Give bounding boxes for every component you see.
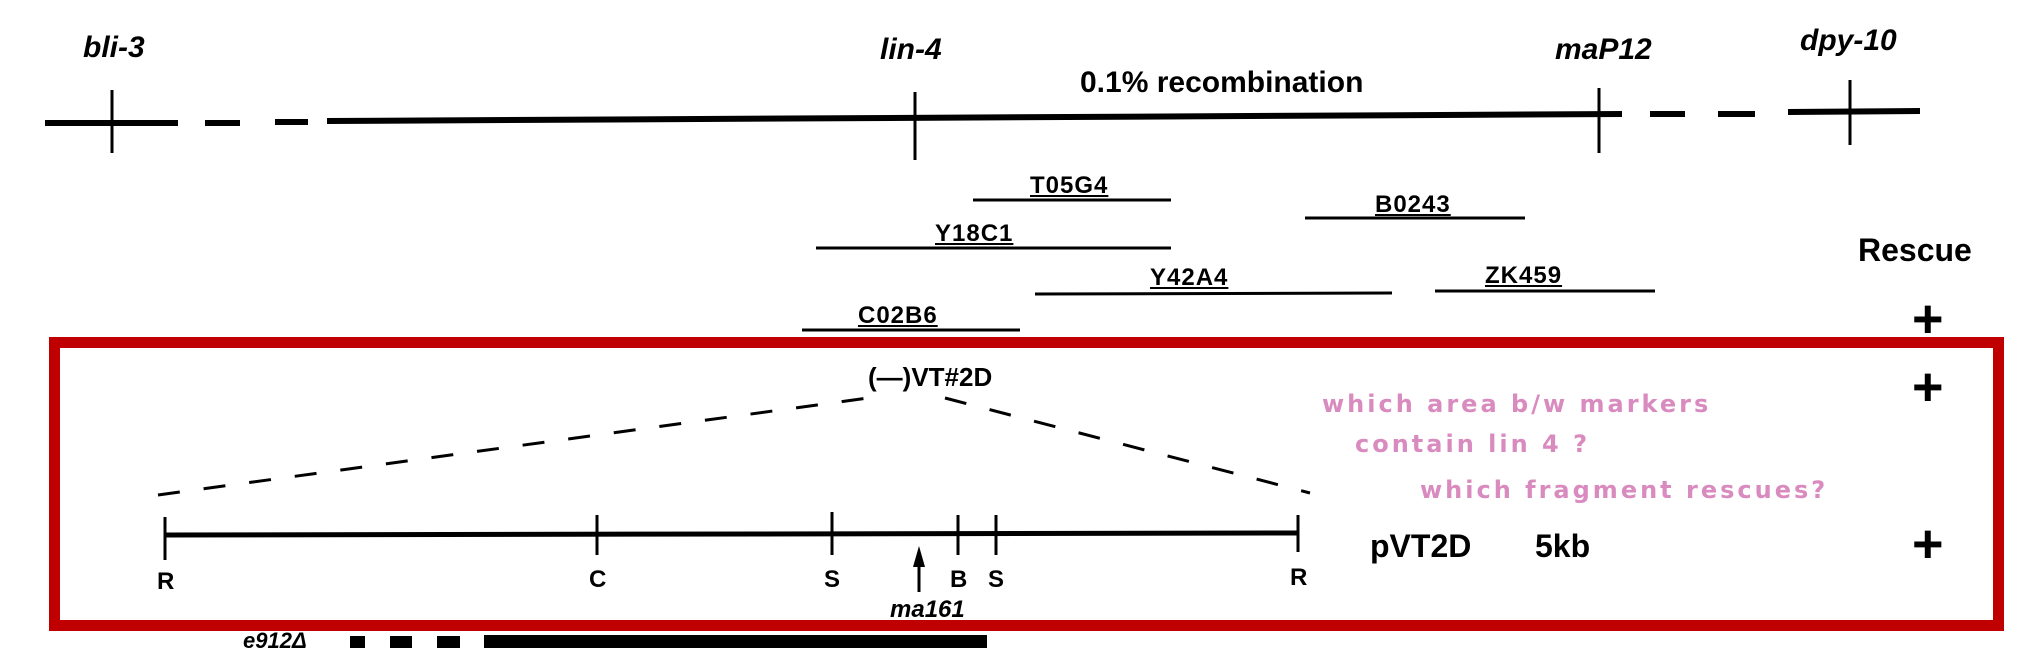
site-label-S-1: S — [824, 566, 841, 593]
plasmid-name: pVT2D — [1370, 528, 1472, 564]
site-label-R-right: R — [1290, 564, 1308, 591]
site-label-R-left: R — [157, 568, 175, 595]
plasmid-map-line — [164, 530, 1299, 538]
clone-label-Y42A4: Y42A4 — [1150, 264, 1229, 291]
rescue-result-vt2d: + — [1912, 357, 1944, 417]
expansion-dashes — [157, 396, 1311, 497]
annotation-line-1: which area b/w markers — [1322, 390, 1712, 418]
ma161-arrow-icon — [913, 546, 925, 592]
recombination-distance-label: 0.1% recombination — [1080, 66, 1364, 99]
rescue-result-pvt2d: + — [1912, 514, 1944, 574]
rescue-header: Rescue — [1858, 232, 1972, 268]
chromosome-line — [45, 108, 1921, 126]
site-label-B: B — [950, 566, 968, 593]
clone-label-Y18C1: Y18C1 — [935, 220, 1014, 247]
mutation-label-ma161: ma161 — [890, 596, 965, 623]
marker-label-lin-4: lin-4 — [880, 33, 942, 66]
marker-label-bli-3: bli-3 — [83, 31, 145, 64]
annotation-line-3: which fragment rescues? — [1420, 476, 1829, 504]
clone-label-T05G4: T05G4 — [1030, 172, 1109, 199]
subclone-label: (—)VT#2D — [868, 362, 993, 392]
marker-label-maP12: maP12 — [1555, 33, 1652, 66]
plasmid-size: 5kb — [1535, 528, 1591, 564]
site-label-C: C — [589, 566, 607, 593]
marker-ticks — [110, 80, 1852, 160]
highlight-box — [49, 337, 2004, 631]
restriction-site-ticks — [163, 512, 1300, 560]
clone-lines — [802, 198, 1655, 332]
deletion-bar — [350, 635, 987, 648]
clone-label-ZK459: ZK459 — [1485, 262, 1563, 289]
site-label-S-2: S — [988, 566, 1005, 593]
deletion-label: e912Δ — [243, 628, 307, 653]
clone-label-B0243: B0243 — [1375, 191, 1451, 218]
annotation-line-2: contain lin 4 ? — [1355, 430, 1591, 458]
marker-label-dpy-10: dpy-10 — [1800, 24, 1897, 57]
clone-label-C02B6: C02B6 — [858, 302, 938, 329]
